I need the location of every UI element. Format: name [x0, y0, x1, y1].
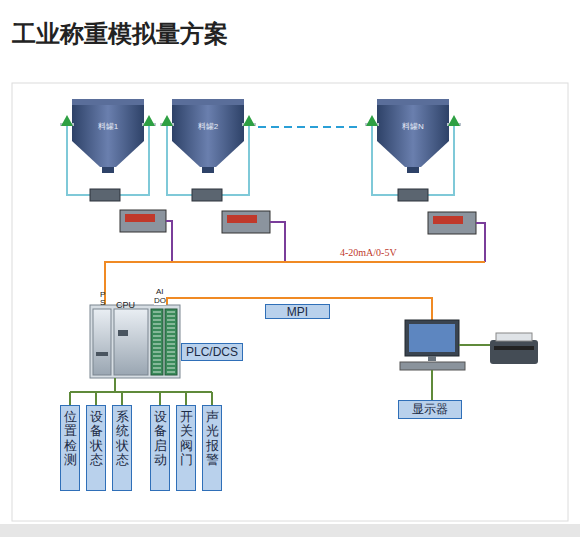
weighing-indicator — [120, 210, 476, 234]
signal-label: 4-20mA/0-5V — [338, 247, 399, 258]
module-label: S — [100, 298, 105, 307]
silo-tank: 料罐2 — [160, 95, 256, 175]
module-label: DO — [154, 296, 166, 305]
terminal-rows — [153, 312, 175, 372]
node-text: 系统状态 — [116, 410, 129, 490]
node-text: 声光报警 — [206, 410, 219, 490]
io-function-box: 设备启动 — [150, 405, 170, 491]
silo-tank: 料罐1 — [60, 95, 156, 175]
node-text: 料罐N — [365, 121, 461, 132]
io-function-box: 系统状态 — [112, 405, 132, 491]
node-text: 料罐2 — [160, 121, 256, 132]
plc-rack — [90, 305, 180, 378]
node-text: 开关阀门 — [180, 410, 193, 490]
label-box: MPI — [265, 304, 330, 319]
label-box: PLC/DCS — [181, 343, 243, 361]
io-function-box: 位置检测 — [60, 405, 80, 491]
junction-box — [90, 189, 428, 201]
io-function-box: 声光报警 — [202, 405, 222, 491]
dashed-link — [258, 126, 362, 128]
printer — [490, 333, 538, 364]
module-label: AI — [156, 287, 164, 296]
silo-tank: 料罐N — [365, 95, 461, 175]
module-label: CPU — [116, 300, 135, 310]
signal-wire — [166, 221, 485, 262]
display-line — [431, 370, 433, 400]
node-text: 位置检测 — [64, 410, 77, 490]
node-text: 设备启动 — [154, 410, 167, 490]
output-bus — [70, 378, 212, 405]
node-text: 设备状态 — [90, 410, 103, 490]
node-text: PLC/DCS — [186, 345, 238, 359]
mpi-line — [167, 298, 432, 320]
computer — [400, 320, 465, 370]
label-box: 显示器 — [398, 400, 462, 419]
io-function-box: 开关阀门 — [176, 405, 196, 491]
bottom-band — [0, 524, 580, 537]
printer-line — [459, 344, 490, 346]
page-title: 工业称重模拟量方案 — [12, 18, 228, 50]
io-function-box: 设备状态 — [86, 405, 106, 491]
node-text: 料罐1 — [60, 121, 156, 132]
content-panel — [12, 83, 568, 521]
node-text: 显示器 — [412, 401, 448, 418]
module-label: P — [100, 290, 105, 299]
node-text: MPI — [287, 305, 308, 319]
